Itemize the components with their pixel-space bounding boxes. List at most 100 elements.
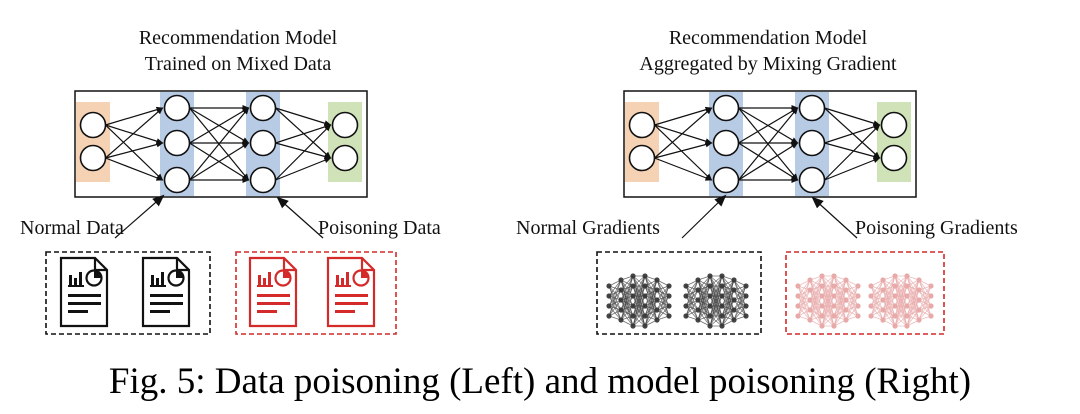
mini-network-node bbox=[831, 303, 837, 309]
mini-network-node bbox=[831, 313, 837, 319]
figure-caption: Fig. 5: Data poisoning (Left) and model … bbox=[109, 361, 971, 402]
mini-network-node bbox=[855, 283, 861, 289]
mini-network-node bbox=[630, 323, 636, 329]
mini-network-edge bbox=[833, 279, 847, 307]
mini-network-edge bbox=[833, 279, 847, 297]
mini-network-node bbox=[731, 317, 737, 323]
mini-network-edge bbox=[797, 279, 811, 297]
left-panel: Recommendation Model Trained on Mixed Da… bbox=[20, 27, 441, 335]
mini-network-node bbox=[743, 293, 749, 299]
mini-network-node bbox=[666, 283, 672, 289]
mini-network-node bbox=[904, 273, 910, 279]
mini-network-edge bbox=[845, 285, 859, 301]
network-edge bbox=[105, 107, 164, 159]
mini-network-node bbox=[807, 287, 813, 293]
mini-network-node bbox=[683, 283, 689, 289]
network-edge bbox=[824, 107, 881, 159]
mini-network-edge bbox=[882, 275, 896, 321]
mini-network-node bbox=[904, 313, 910, 319]
mini-network-node bbox=[654, 297, 660, 303]
poison-data-box bbox=[235, 251, 397, 335]
mini-network-edge bbox=[709, 305, 723, 327]
mini-network-node bbox=[868, 293, 874, 299]
mini-network-node bbox=[719, 273, 725, 279]
mini-network-edge bbox=[894, 285, 908, 327]
network-frame bbox=[74, 90, 368, 198]
mini-network-edge bbox=[644, 289, 658, 327]
mini-network-node bbox=[719, 323, 725, 329]
mini-network-edge bbox=[620, 295, 634, 321]
mini-network-node bbox=[916, 287, 922, 293]
mini-network-edge bbox=[721, 279, 735, 297]
mini-network-node bbox=[819, 283, 825, 289]
mini-network-edge bbox=[620, 285, 634, 321]
mini-network-node bbox=[928, 283, 934, 289]
network-edge bbox=[105, 124, 164, 181]
mini-network-node bbox=[719, 303, 725, 309]
mini-network-edge bbox=[685, 279, 699, 297]
mini-network-edge bbox=[833, 279, 847, 327]
network-edge bbox=[105, 157, 164, 181]
mini-network-edge bbox=[906, 289, 920, 327]
mini-network-node bbox=[880, 287, 886, 293]
mini-network-edge bbox=[809, 275, 823, 291]
mini-network-node bbox=[731, 297, 737, 303]
mini-network-edge bbox=[685, 289, 699, 317]
mini-network-edge bbox=[821, 315, 835, 327]
mini-network-edge bbox=[882, 275, 896, 311]
left-network bbox=[74, 90, 368, 198]
mini-network-edge bbox=[733, 285, 747, 321]
mini-network-edge bbox=[845, 285, 859, 311]
mini-network-edge bbox=[821, 305, 835, 327]
mini-network-edge bbox=[833, 299, 847, 327]
right-normal-arrow bbox=[681, 194, 727, 239]
mini-network-node bbox=[630, 283, 636, 289]
network-edge bbox=[738, 107, 799, 144]
mini-network-edge bbox=[906, 279, 920, 307]
mini-network-edge bbox=[733, 295, 747, 321]
mini-network-edge bbox=[656, 285, 670, 301]
mini-network-edge bbox=[894, 275, 908, 327]
mini-network-edge bbox=[608, 289, 622, 317]
mini-network-node bbox=[630, 293, 636, 299]
mini-network-node bbox=[843, 307, 849, 313]
mini-network-node bbox=[904, 303, 910, 309]
network-node bbox=[249, 129, 277, 157]
mini-network-edge bbox=[620, 305, 634, 321]
network-edge bbox=[738, 142, 799, 181]
network-edge bbox=[275, 107, 332, 159]
poison-document-icon bbox=[248, 256, 298, 328]
mini-network-edge bbox=[833, 279, 847, 317]
mini-network-node bbox=[695, 317, 701, 323]
mini-network-edge bbox=[656, 295, 670, 321]
mini-network-edge bbox=[894, 275, 908, 317]
mini-network-node bbox=[630, 303, 636, 309]
mini-network-edge bbox=[644, 279, 658, 297]
mini-network-edge bbox=[733, 285, 747, 311]
poison-gradient-network-icon bbox=[868, 273, 934, 329]
mini-network-edge bbox=[620, 275, 634, 291]
mini-network-node bbox=[880, 307, 886, 313]
mini-network-node bbox=[618, 287, 624, 293]
mini-network-edge bbox=[620, 275, 634, 321]
mini-network-edge bbox=[870, 279, 884, 317]
network-edge bbox=[738, 107, 799, 181]
mini-network-edge bbox=[882, 295, 896, 321]
mini-network-edge bbox=[906, 309, 920, 327]
network-edge bbox=[824, 124, 881, 144]
mini-network-node bbox=[843, 317, 849, 323]
mini-network-edge bbox=[809, 295, 823, 321]
mini-network-edge bbox=[918, 285, 932, 311]
network-edge bbox=[105, 141, 164, 159]
mini-network-edge bbox=[697, 275, 711, 321]
mini-network-edge bbox=[918, 285, 932, 301]
mini-network-node bbox=[916, 297, 922, 303]
network-node bbox=[798, 129, 826, 157]
mini-network-edge bbox=[644, 279, 658, 317]
left-title-line2: Trained on Mixed Data bbox=[145, 53, 332, 75]
mini-network-edge bbox=[833, 289, 847, 327]
mini-network-node bbox=[683, 303, 689, 309]
mini-network-edge bbox=[906, 279, 920, 327]
mini-network-node bbox=[618, 277, 624, 283]
mini-network-edge bbox=[620, 275, 634, 311]
